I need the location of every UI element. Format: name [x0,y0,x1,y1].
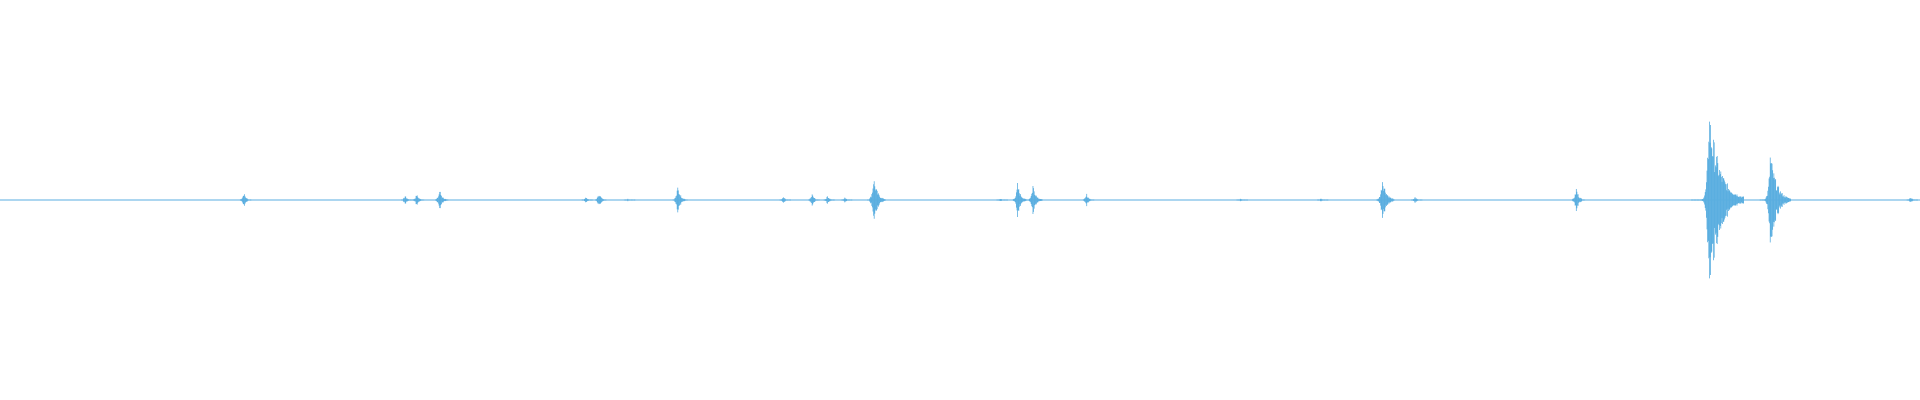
waveform-peak [867,181,886,219]
waveform-peak [1411,197,1423,203]
waveform-peak [1082,193,1095,207]
waveform-peak [1906,198,1918,202]
waveform-peak [1316,198,1329,202]
waveform-peak [581,197,594,203]
waveform-peak [623,198,636,202]
waveform-peak [823,196,836,204]
waveform-peak [779,197,791,203]
waveform-peak [401,196,413,204]
waveform-peak [672,187,688,213]
waveform-peak [1571,188,1586,212]
waveform-peak [595,195,607,205]
waveform-peak [996,198,1008,202]
waveform-peak [435,191,449,209]
waveform-peak [1027,186,1043,214]
waveform-peaks [239,121,1918,279]
waveform-peak [840,197,853,203]
waveform-peak [239,194,252,206]
waveform-peak [808,194,820,206]
waveform-peak [1012,183,1028,217]
waveform-peak [1691,121,1744,279]
waveform-peak [1236,198,1248,202]
waveform-peak [1376,182,1395,218]
waveform-peak [412,195,425,205]
waveform-peak [1759,157,1792,243]
